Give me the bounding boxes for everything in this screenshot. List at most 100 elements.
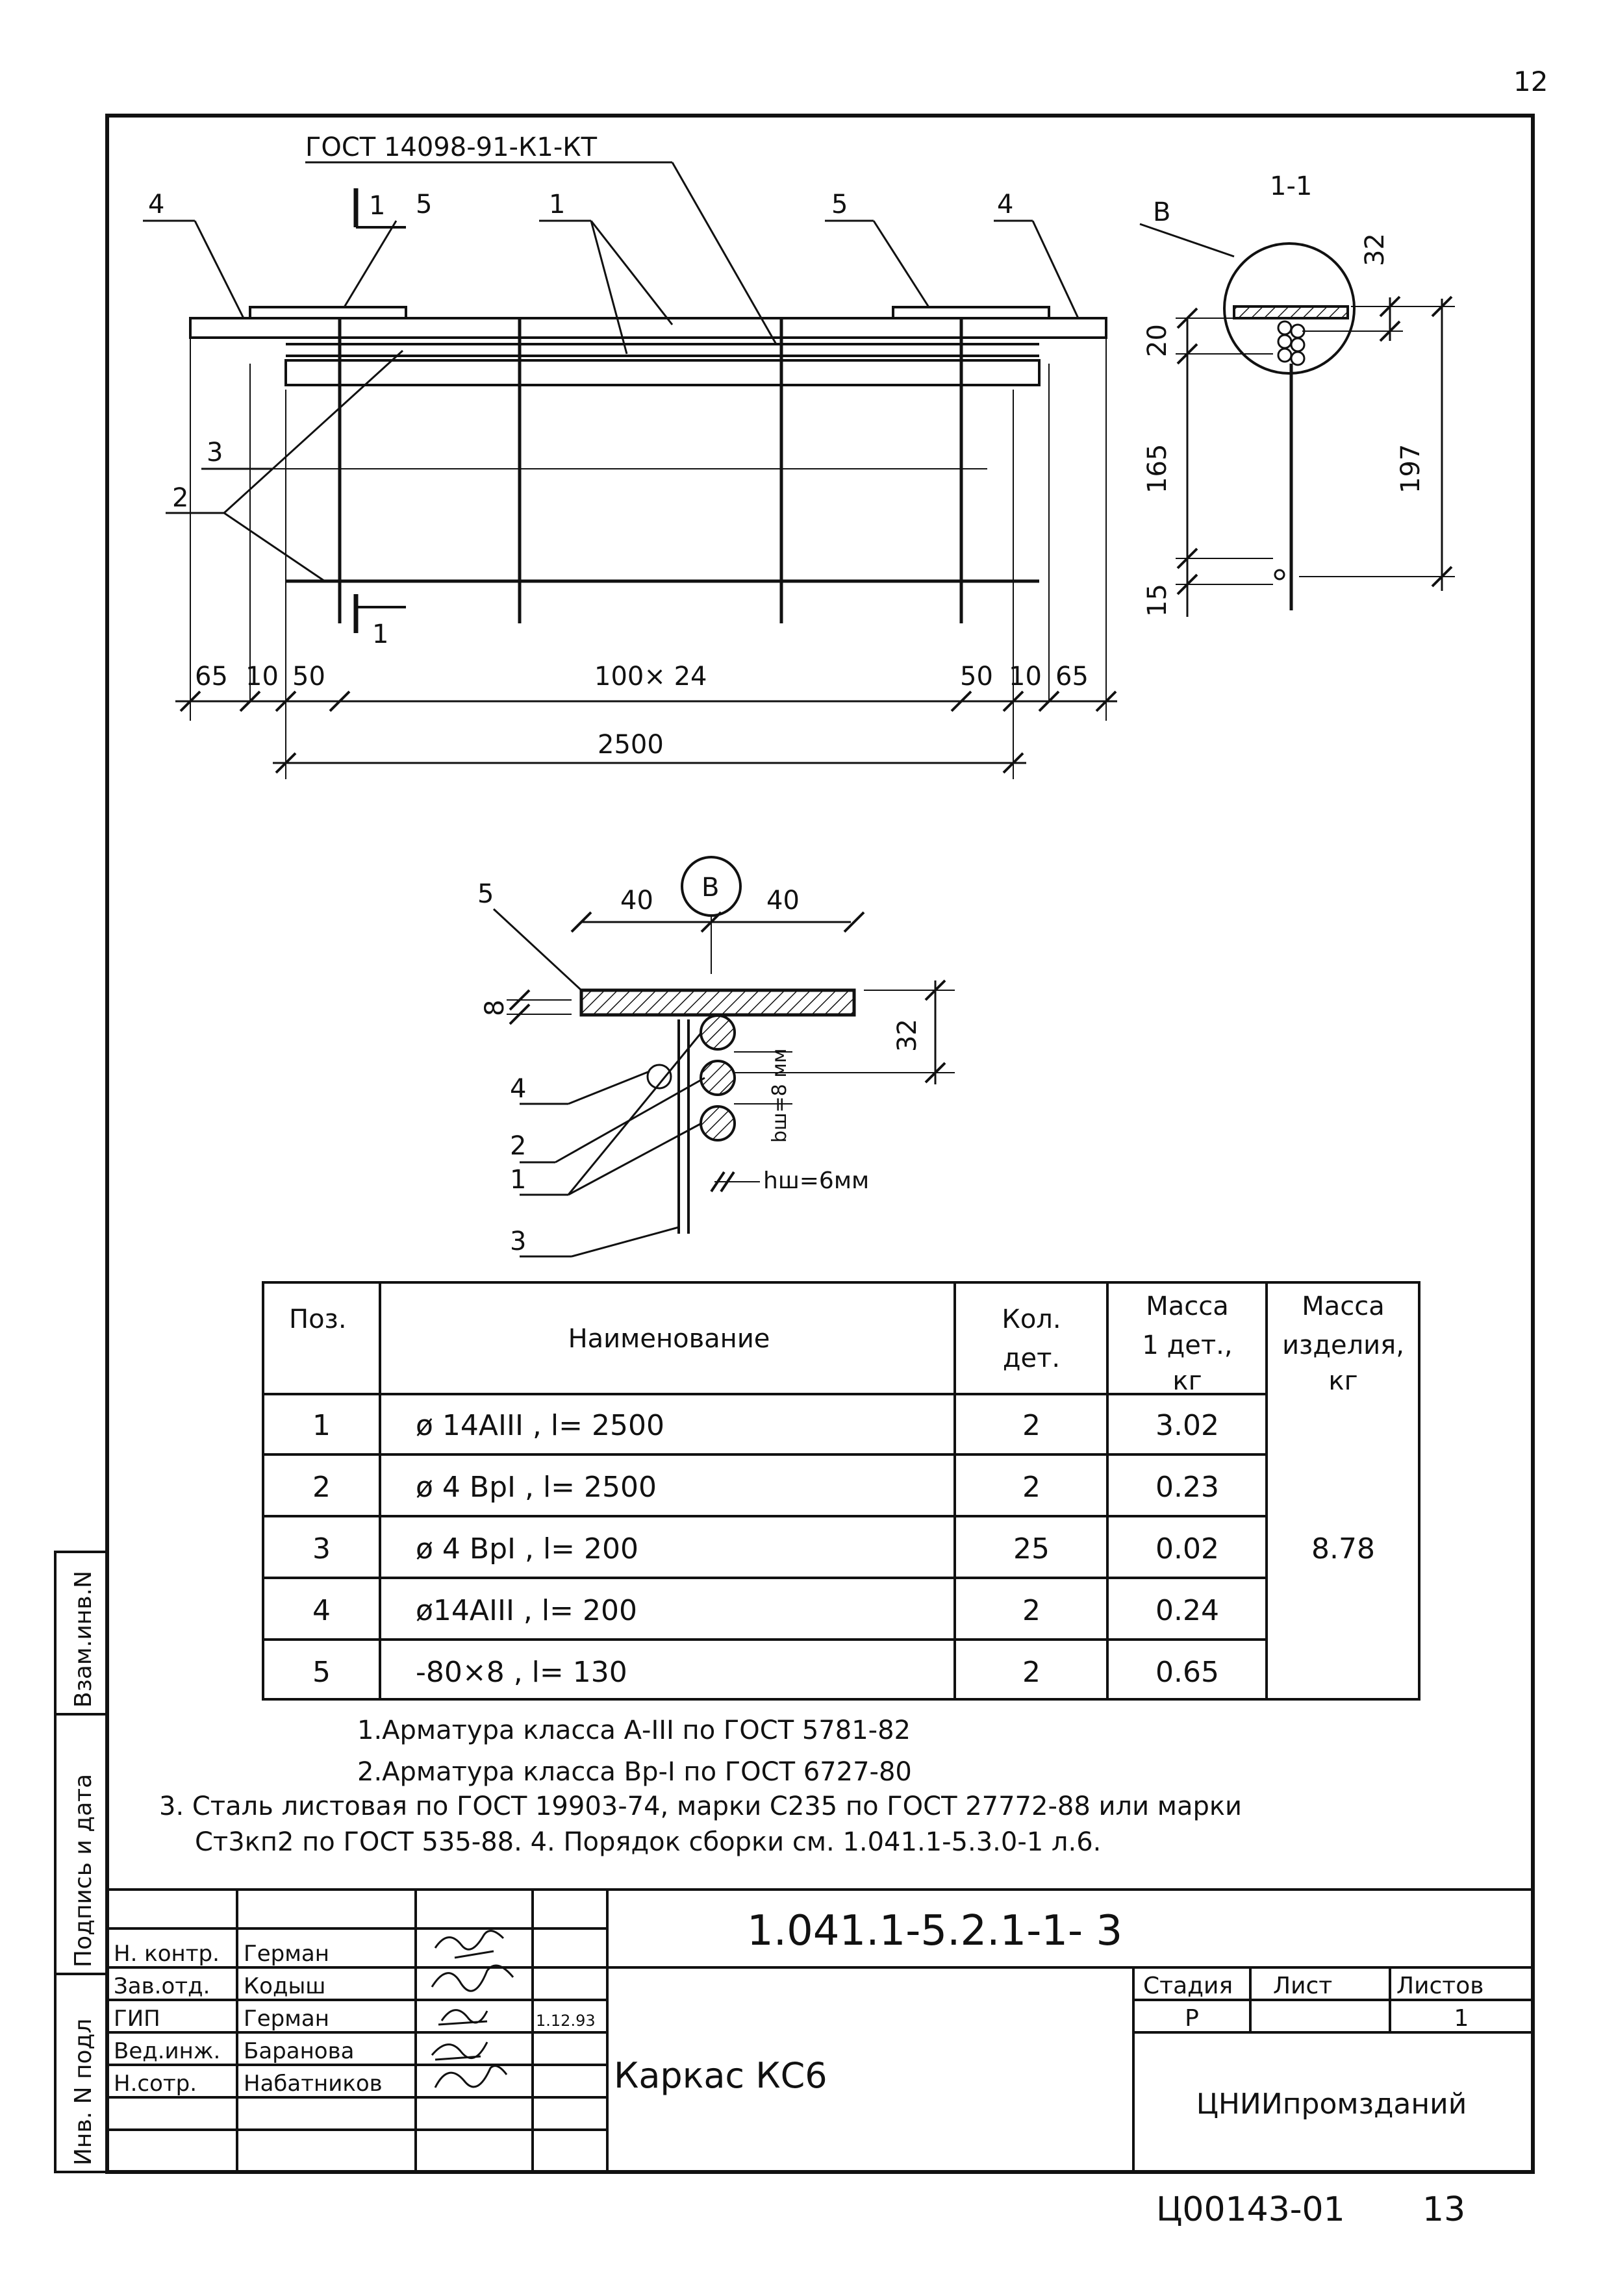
pos-label-4-left: 4 — [148, 190, 164, 219]
footer-page: 13 — [1422, 2190, 1465, 2229]
dim-65-right: 65 — [1055, 662, 1089, 692]
section-title: 1-1 — [1270, 171, 1312, 201]
stage-value: Р — [1185, 2005, 1199, 2032]
pos-label-4-right: 4 — [997, 190, 1013, 219]
spec-row-2-name: ø 4 ВрI , l= 2500 — [416, 1471, 657, 1504]
spec-row-3-qty: 25 — [1013, 1532, 1050, 1566]
spec-header-mass2-2: изделия, — [1282, 1330, 1404, 1360]
detail-pos-2: 2 — [510, 1131, 526, 1161]
spec-row-2-pos: 2 — [312, 1471, 331, 1504]
spec-row-3-pos: 3 — [312, 1532, 331, 1566]
doc-code: 1.041.1-5.2.1-1- 3 — [747, 1907, 1122, 1955]
signer-5-name: Набатников — [244, 2071, 383, 2097]
organization: ЦНИИпромзданий — [1196, 2088, 1467, 2121]
section-dim-20: 20 — [1142, 324, 1172, 357]
detail-pos-5: 5 — [477, 879, 494, 909]
side-stamp-inv-podl: Инв. N подл — [70, 2019, 97, 2165]
detail-weld-bw: bш=8 мм — [768, 1048, 791, 1143]
detail-node-label: B — [701, 873, 719, 903]
section-dim-32: 32 — [1360, 233, 1390, 266]
section-1-1-view — [1139, 223, 1455, 617]
spec-row-1-name: ø 14АIII , l= 2500 — [416, 1409, 664, 1442]
signer-3-name: Герман — [244, 2006, 329, 2032]
dim-100x24: 100× 24 — [594, 662, 707, 692]
sheets-value: 1 — [1454, 2005, 1469, 2032]
dim-2500: 2500 — [598, 730, 664, 760]
dim-10-left: 10 — [246, 662, 279, 692]
spec-header-pos: Поз. — [289, 1304, 347, 1334]
spec-header-name: Наименование — [568, 1324, 770, 1354]
section-dim-165: 165 — [1142, 444, 1172, 493]
detail-weld-hw: hш=6мм — [763, 1167, 869, 1194]
spec-row-4-name: ø14АIII , l= 200 — [416, 1594, 637, 1627]
footer-code: Ц00143-01 — [1156, 2190, 1345, 2229]
spec-row-3-name: ø 4 ВрI , l= 200 — [416, 1532, 638, 1566]
signer-2-name: Кодыш — [244, 1973, 325, 1999]
spec-header-qty-1: Кол. — [1002, 1304, 1061, 1334]
gost-callout: ГОСТ 14098-91-К1-КТ — [305, 132, 598, 162]
signer-3-role: ГИП — [114, 2006, 160, 2032]
detail-pos-4: 4 — [510, 1074, 526, 1104]
dim-50-right: 50 — [960, 662, 993, 692]
detail-dim-8: 8 — [480, 1000, 510, 1016]
signer-5-role: Н.сотр. — [114, 2071, 197, 2097]
dim-10-right: 10 — [1009, 662, 1042, 692]
spec-header-mass2-1: Масса — [1302, 1292, 1385, 1321]
note-3: 3. Сталь листовая по ГОСТ 19903-74, марк… — [159, 1791, 1242, 1821]
detail-pos-3: 3 — [510, 1227, 526, 1256]
side-stamp-podpis: Подпись и дата — [70, 1774, 97, 1967]
detail-dim-32: 32 — [892, 1019, 922, 1052]
sheet-corner-number: 12 — [1513, 66, 1548, 97]
signer-4-role: Вед.инж. — [114, 2038, 220, 2064]
detail-pos-1: 1 — [510, 1165, 526, 1195]
side-stamp-vzam: Взам.инв.N — [70, 1571, 97, 1708]
signer-1-name: Герман — [244, 1941, 329, 1967]
spec-row-4-mass: 0.24 — [1155, 1594, 1219, 1627]
spec-header-mass2-3: кг — [1328, 1366, 1357, 1396]
signer-3-date: 1.12.93 — [536, 2012, 596, 2030]
dim-65-left: 65 — [195, 662, 228, 692]
elevation-view — [143, 161, 1117, 779]
spec-row-5-qty: 2 — [1022, 1656, 1041, 1689]
note-2: 2.Арматура класса Вр-I по ГОСТ 6727-80 — [357, 1757, 912, 1787]
spec-table — [262, 1281, 1420, 1701]
section-dim-197: 197 — [1396, 444, 1426, 493]
note-4: Ст3кп2 по ГОСТ 535-88. 4. Порядок сборки… — [195, 1827, 1101, 1857]
spec-header-mass1-3: кг — [1172, 1366, 1202, 1396]
signer-2-role: Зав.отд. — [114, 1973, 210, 1999]
title-block — [107, 1888, 1533, 2172]
sheet-frame — [105, 114, 1535, 2174]
spec-row-1-qty: 2 — [1022, 1409, 1041, 1442]
spec-total-mass: 8.78 — [1311, 1532, 1375, 1566]
pos-label-5-right: 5 — [831, 190, 848, 219]
spec-header-mass1-1: Масса — [1146, 1292, 1229, 1321]
sheets-header: Листов — [1396, 1973, 1483, 1999]
spec-row-1-pos: 1 — [312, 1409, 331, 1442]
stage-header: Стадия — [1143, 1973, 1233, 1999]
spec-row-2-qty: 2 — [1022, 1471, 1041, 1504]
spec-row-3-mass: 0.02 — [1155, 1532, 1219, 1566]
spec-row-5-pos: 5 — [312, 1656, 331, 1689]
spec-row-5-mass: 0.65 — [1155, 1656, 1219, 1689]
dim-50-left: 50 — [292, 662, 325, 692]
spec-row-4-pos: 4 — [312, 1594, 331, 1627]
signer-4-name: Баранова — [244, 2038, 354, 2064]
section-dim-15: 15 — [1142, 584, 1172, 617]
section-cut-label-top: 1 — [369, 191, 385, 221]
spec-header-mass1-2: 1 дет., — [1142, 1330, 1232, 1360]
side-stamp — [54, 1551, 108, 2173]
signer-1-role: Н. контр. — [114, 1941, 220, 1967]
detail-b-view — [492, 856, 955, 1258]
pos-label-1: 1 — [549, 190, 565, 219]
pos-label-3: 3 — [207, 438, 223, 468]
spec-row-5-name: -80×8 , l= 130 — [416, 1656, 627, 1689]
section-cut-label-bottom: 1 — [372, 619, 388, 649]
spec-header-qty-2: дет. — [1003, 1343, 1060, 1373]
detail-dim-40-right: 40 — [766, 886, 800, 916]
signature-scribbles — [431, 1930, 514, 2088]
pos-label-5-left: 5 — [416, 190, 432, 219]
section-node-label: B — [1153, 197, 1170, 227]
drawing-title: Каркас КС6 — [614, 2055, 827, 2096]
spec-row-2-mass: 0.23 — [1155, 1471, 1219, 1504]
